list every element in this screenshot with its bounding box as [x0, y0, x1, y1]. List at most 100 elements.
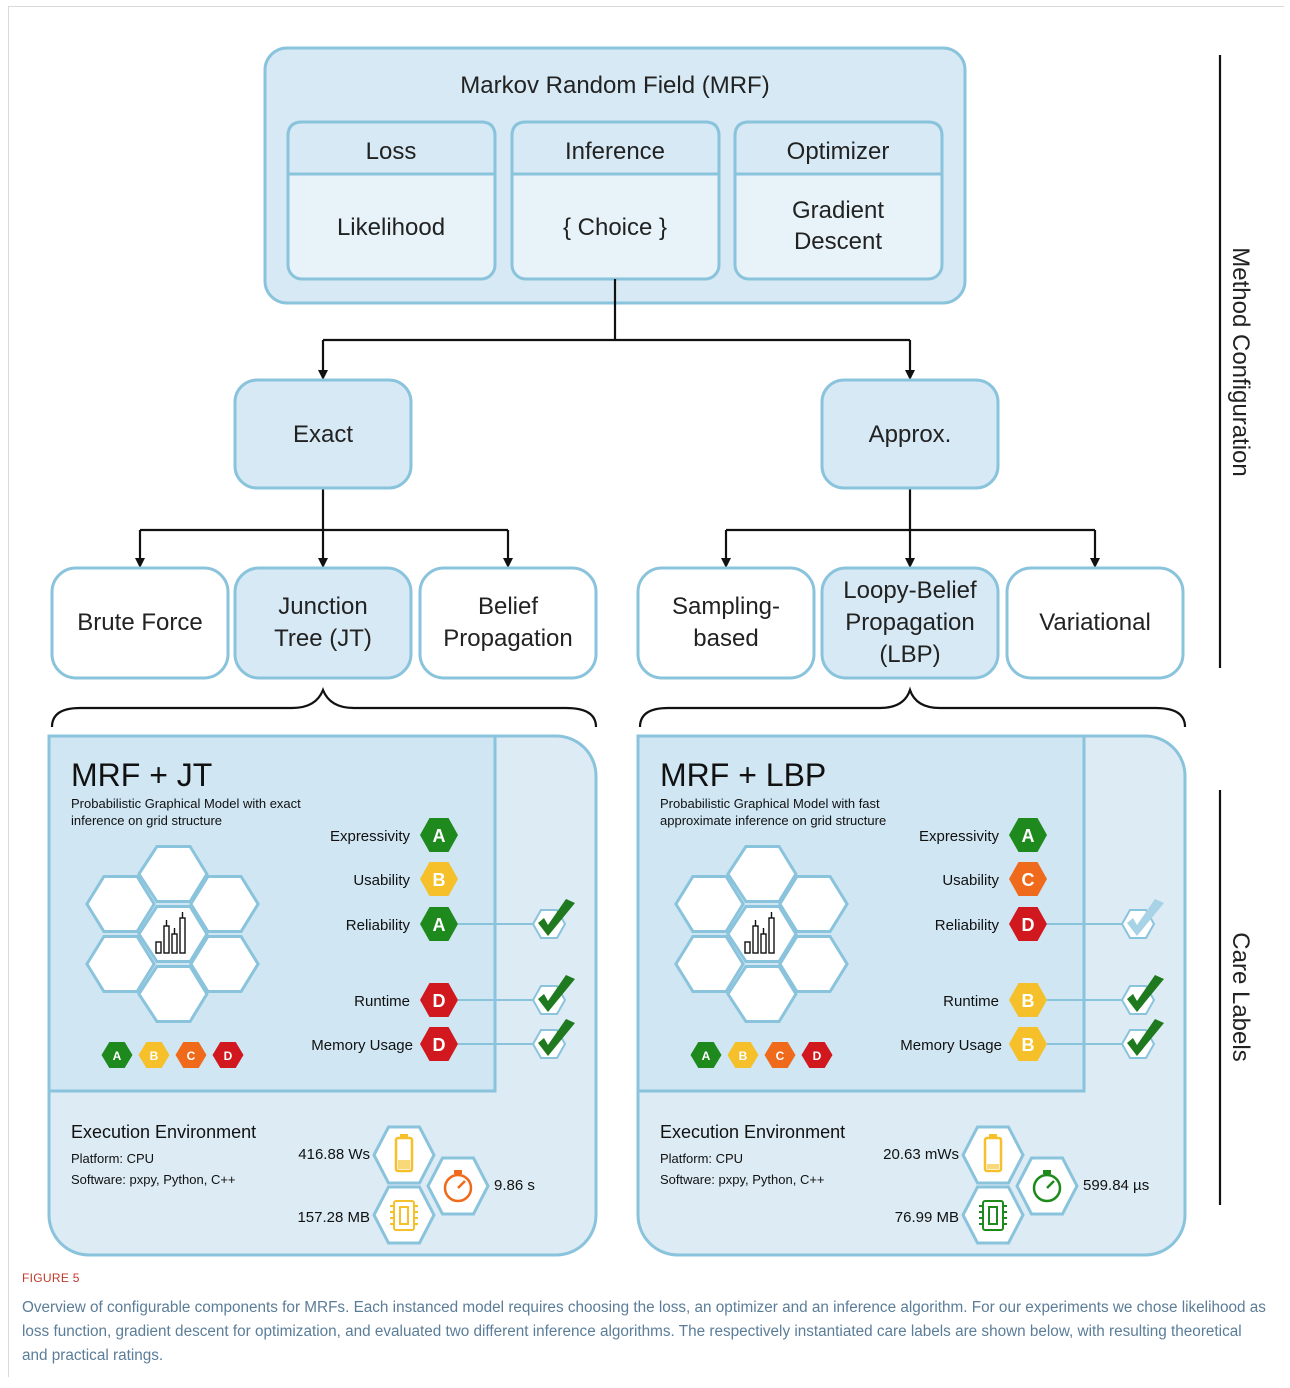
component-header: Inference — [565, 138, 665, 165]
grade-badge — [420, 983, 458, 1017]
env-energy: 20.63 mWs — [883, 1146, 959, 1163]
grade-scale: A B C D — [690, 1042, 833, 1068]
env-title: Execution Environment — [71, 1122, 256, 1142]
env-energy: 416.88 Ws — [298, 1146, 370, 1163]
brace-jt — [50, 686, 598, 728]
branch-label: Exact — [293, 421, 353, 448]
rating-name: Runtime — [943, 993, 999, 1010]
check-icon — [538, 1019, 575, 1056]
grade-letter: B — [433, 870, 446, 890]
method-label: based — [693, 625, 758, 652]
grade-letter: C — [1022, 870, 1035, 890]
method-label: Belief — [478, 593, 538, 620]
component-value: Likelihood — [337, 214, 445, 241]
rating-row-runtime: Runtime B — [943, 983, 1122, 1017]
care-description: approximate inference on grid structure — [660, 813, 886, 828]
grade-badge — [1009, 818, 1047, 852]
execution-environment: Execution Environment Platform: CPU Soft… — [660, 1122, 1149, 1245]
grade-scale-label: A — [113, 1049, 122, 1063]
memory-chip-icon — [390, 1200, 418, 1231]
rating-name: Usability — [942, 872, 999, 889]
rating-rows: Expressivity A Usability C Reliability D… — [900, 818, 1122, 1061]
memory-chip-icon — [979, 1200, 1007, 1231]
method-label: Tree (JT) — [274, 625, 372, 652]
grade-letter: B — [1022, 991, 1035, 1011]
care-title: MRF + LBP — [660, 757, 826, 793]
method-brute-force: Brute Force — [50, 566, 230, 680]
figure-label: FIGURE 5 — [22, 1271, 80, 1285]
grade-scale-label: C — [776, 1049, 785, 1063]
rating-row-usability: Usability C — [942, 862, 1047, 896]
method-label: Brute Force — [77, 609, 202, 636]
grade-letter: D — [433, 1035, 446, 1055]
check-column — [531, 899, 575, 1059]
env-memory: 76.99 MB — [895, 1209, 959, 1226]
component-optimizer: Optimizer Gradient Descent — [733, 120, 944, 281]
rating-rows: Expressivity A Usability B Reliability A… — [311, 818, 533, 1061]
branch-exact: Exact — [233, 378, 413, 490]
mrf-block: Markov Random Field (MRF) Loss Likelihoo… — [263, 46, 967, 305]
hex-cluster — [85, 845, 260, 1023]
battery-icon — [983, 1134, 1003, 1173]
branch-approx: Approx. — [820, 378, 1000, 490]
bar-chart-icon — [155, 912, 186, 954]
check-icon — [538, 975, 575, 1012]
component-value: { Choice } — [563, 214, 667, 241]
mrf-title: Markov Random Field (MRF) — [460, 72, 769, 99]
bar-chart-icon — [744, 912, 775, 954]
rating-name: Reliability — [935, 917, 1000, 934]
rating-name: Expressivity — [919, 828, 1000, 845]
grade-badge — [420, 862, 458, 896]
stopwatch-icon — [443, 1170, 473, 1203]
env-software: Software: pxpy, Python, C++ — [71, 1172, 236, 1187]
method-label: Propagation — [443, 625, 572, 652]
method-junction-tree: Junction Tree (JT) — [233, 566, 413, 680]
component-value: Gradient — [792, 197, 884, 224]
care-labels-label: Care Labels — [1227, 932, 1254, 1061]
hex-cluster — [674, 845, 849, 1023]
check-icon — [1127, 975, 1164, 1012]
component-loss: Loss Likelihood — [286, 120, 497, 281]
env-software: Software: pxpy, Python, C++ — [660, 1172, 825, 1187]
check-faded-icon — [1127, 899, 1164, 936]
method-label: Loopy-Belief — [843, 577, 977, 604]
execution-environment: Execution Environment Platform: CPU Soft… — [71, 1122, 535, 1245]
method-belief-propagation: Belief Propagation — [418, 566, 598, 680]
check-icon — [538, 899, 575, 936]
care-description: Probabilistic Graphical Model with exact — [71, 796, 301, 811]
check-column — [1120, 899, 1164, 1059]
rating-row-usability: Usability B — [353, 862, 458, 896]
grade-scale: A B C D — [101, 1042, 244, 1068]
rating-row-reliability: Reliability A — [346, 907, 533, 941]
component-header: Optimizer — [787, 138, 890, 165]
grade-badge — [1009, 907, 1047, 941]
env-title: Execution Environment — [660, 1122, 845, 1142]
mrf-configuration-diagram: Markov Random Field (MRF) Loss Likelihoo… — [47, 46, 1254, 1257]
grade-badge — [420, 1027, 458, 1061]
rating-name: Expressivity — [330, 828, 411, 845]
env-platform: Platform: CPU — [660, 1151, 743, 1166]
care-description: Probabilistic Graphical Model with fast — [660, 796, 880, 811]
grade-scale-label: D — [813, 1049, 822, 1063]
tree-connectors — [135, 279, 1100, 568]
method-label: (LBP) — [879, 641, 940, 668]
grade-badge — [420, 907, 458, 941]
method-variational: Variational — [1005, 566, 1185, 680]
component-inference: Inference { Choice } — [510, 120, 721, 281]
care-title: MRF + JT — [71, 757, 212, 793]
env-time: 599.84 µs — [1083, 1177, 1149, 1194]
rating-row-expressivity: Expressivity A — [919, 818, 1047, 852]
grade-scale-label: B — [150, 1049, 159, 1063]
rating-row-runtime: Runtime D — [354, 983, 533, 1017]
grade-badge — [1009, 862, 1047, 896]
rating-name: Memory Usage — [311, 1037, 413, 1054]
method-sampling-based: Sampling- based — [636, 566, 816, 680]
brace-lbp — [638, 686, 1187, 728]
rating-name: Runtime — [354, 993, 410, 1010]
rating-row-reliability: Reliability D — [935, 907, 1122, 941]
grade-letter: A — [433, 826, 446, 846]
figure-caption: Overview of configurable components for … — [22, 1299, 1266, 1364]
stopwatch-icon — [1032, 1170, 1062, 1203]
rating-row-expressivity: Expressivity A — [330, 818, 458, 852]
method-label: Junction — [278, 593, 367, 620]
